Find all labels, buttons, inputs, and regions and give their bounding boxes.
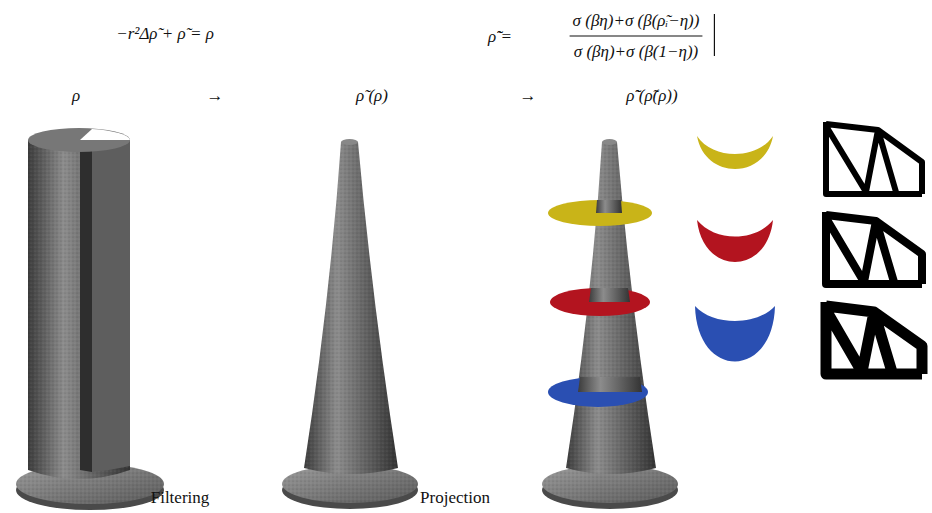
truss-members (826, 122, 922, 194)
texture (28, 140, 130, 479)
yellow-section (697, 136, 773, 169)
cut-notch (80, 129, 130, 140)
truss-members (826, 302, 922, 374)
blue-slice (548, 377, 648, 407)
filtered-density: ρ̃ (ρ) (356, 86, 388, 106)
fraction-numerator: σ (βη)+σ (β(ρ̃ᵢ−η)) (573, 11, 700, 31)
cone-projected (542, 139, 678, 509)
density-symbol: ρ (72, 86, 80, 106)
step-caption: Projection (420, 488, 490, 508)
red-section (697, 220, 773, 262)
vertical-bar (714, 14, 715, 56)
fraction-denominator: σ (βη)+σ (β(1−η)) (574, 42, 698, 62)
cone-top (341, 139, 358, 145)
flow-arrow: → (207, 86, 224, 106)
filter-equation: −r²Δρ̃ + ρ̃ = ρ (116, 24, 214, 44)
cut-face (92, 140, 130, 472)
cone-segment (596, 200, 622, 213)
cone-body (304, 142, 398, 474)
projected-density: ρ̃̃ (ρ̃(ρ)) (626, 86, 677, 106)
cylinder-design (16, 128, 164, 510)
topology-middle (826, 212, 922, 284)
truss-members (826, 212, 922, 284)
cone-segment (578, 377, 642, 392)
projection-lhs: ρ̃̃ = (488, 27, 512, 47)
cone-segment (589, 288, 630, 302)
yellow-slice (548, 200, 652, 226)
texture (304, 142, 398, 474)
topology-top (826, 122, 922, 194)
step-caption: Filtering (151, 488, 210, 508)
blue-section (695, 306, 775, 362)
cylinder-top (28, 128, 130, 152)
topology-bottom (826, 302, 922, 374)
cut-face (80, 140, 92, 472)
cone-top (602, 139, 617, 145)
red-slice (550, 288, 650, 316)
cylinder-body (28, 140, 130, 479)
cone-filtered (282, 139, 418, 509)
flow-arrow: → (520, 86, 537, 106)
fraction-bar (570, 35, 703, 36)
